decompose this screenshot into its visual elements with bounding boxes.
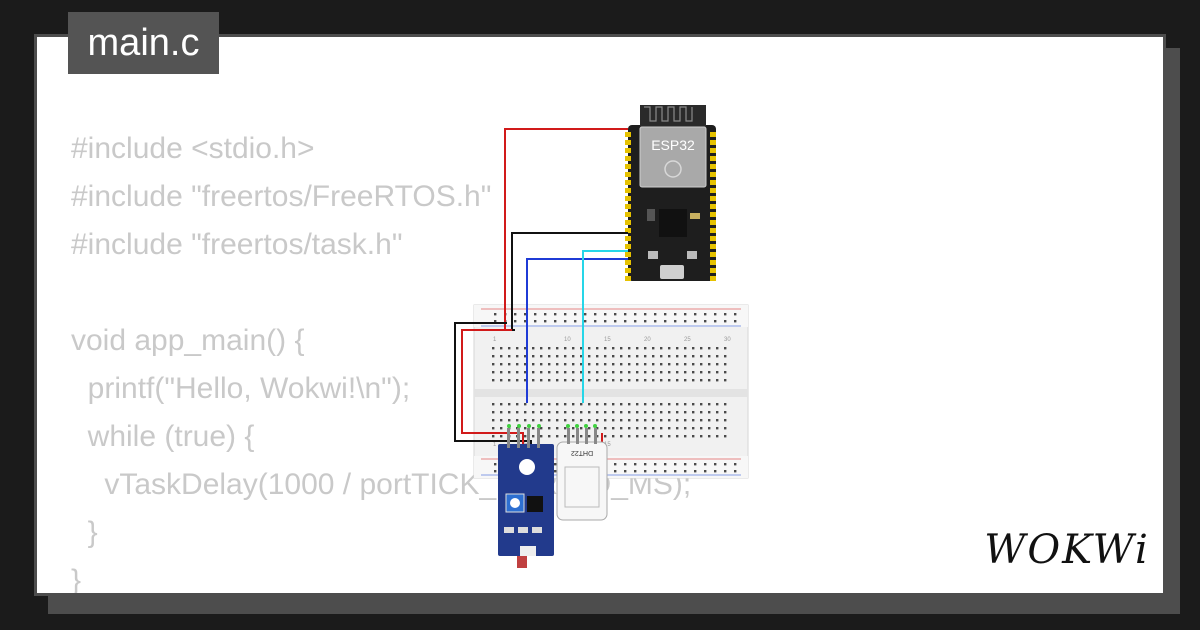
breadboard-number: 15: [604, 337, 611, 343]
wokwi-logo-text: WOKWi: [984, 527, 1150, 573]
code-line: void app_main() {: [71, 324, 305, 357]
project-card[interactable]: #include <stdio.h> #include "freertos/Fr…: [34, 34, 1166, 596]
wire-red: [504, 128, 628, 331]
esp32-label: ESP32: [651, 137, 695, 153]
esp32-pins: [625, 132, 716, 281]
breadboard-number: 25: [684, 337, 691, 343]
wokwi-logo[interactable]: WOKWi: [977, 517, 1157, 587]
code-line: }: [71, 516, 98, 549]
esp32-board[interactable]: ESP32: [625, 105, 716, 281]
wire-red: [461, 329, 524, 457]
breadboard-number: 10: [564, 337, 571, 343]
file-tab[interactable]: main.c: [68, 12, 219, 74]
breadboard-number: 20: [644, 337, 651, 343]
dht22-sensor[interactable]: DHT22: [556, 424, 608, 521]
code-line: }: [71, 564, 82, 596]
breadboard-number: 1: [493, 337, 497, 343]
light-sensor-module[interactable]: [498, 424, 554, 568]
code-line: while (true) {: [71, 420, 255, 453]
code-line: #include "freertos/FreeRTOS.h": [71, 180, 492, 213]
wire-blue: [526, 258, 628, 403]
wire-black: [511, 232, 628, 331]
circuit-diagram: 1 10 15 20 25 30 1 5 10 15 ESP32: [454, 105, 749, 568]
breadboard-holes: [492, 313, 737, 473]
code-line: #include "freertos/task.h": [71, 228, 403, 261]
breadboard-number: 30: [724, 337, 731, 343]
code-line: #include <stdio.h>: [71, 132, 315, 165]
wire-cyan: [582, 250, 628, 403]
dht22-label: DHT22: [571, 449, 593, 456]
wires: [454, 128, 628, 457]
breadboard-number: 15: [604, 442, 611, 448]
breadboard-number: 1: [493, 442, 497, 448]
code-line: printf("Hello, Wokwi!\n");: [71, 372, 411, 405]
